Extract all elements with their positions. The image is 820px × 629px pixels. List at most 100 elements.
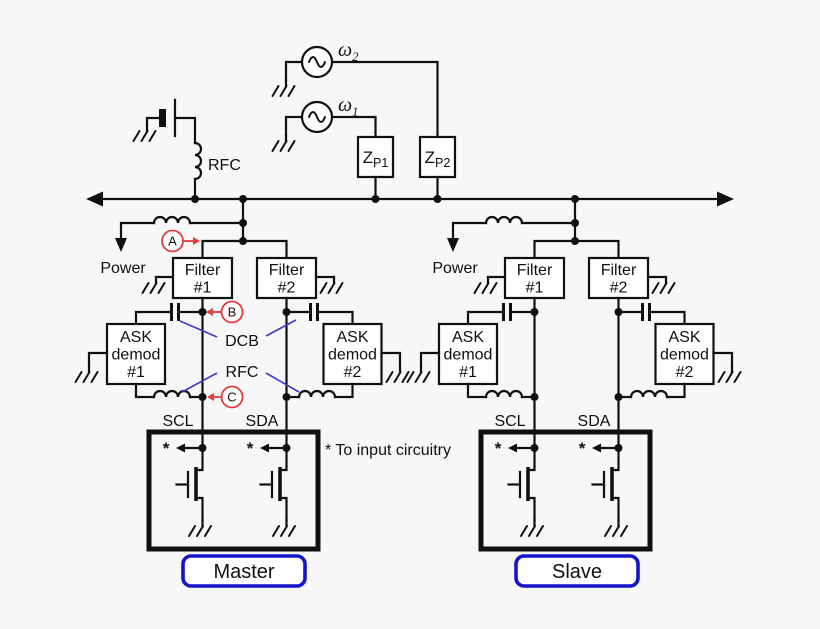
rfc-inductor-icon — [297, 389, 337, 399]
power-arrow-icon — [115, 238, 127, 252]
ground-icon — [651, 275, 676, 295]
slave-ask1-gnd-wire — [419, 351, 441, 368]
power-inductor-icon — [152, 215, 192, 225]
junction-dot — [198, 393, 207, 401]
rfc-label: RFC — [226, 364, 259, 381]
to-input-arrow-icon — [592, 443, 601, 453]
master-nameplate-box — [181, 554, 307, 588]
cap-to-rfc-wire — [173, 116, 197, 145]
slave-scl-label: SCL — [494, 413, 525, 430]
wire — [466, 310, 505, 326]
bus — [86, 191, 734, 207]
capacitor-thick-plate — [159, 109, 166, 127]
asterisk: * — [163, 439, 170, 458]
w2-to-zp2-wire — [330, 60, 439, 139]
footnote: * To input circuitry — [325, 442, 451, 459]
slave-power-wire2 — [451, 221, 488, 242]
slave-sda-label: SDA — [578, 413, 611, 430]
zp2-label: ZP2 — [425, 148, 451, 170]
power-inductor-icon — [484, 215, 524, 225]
junction-dot — [614, 393, 623, 401]
power-arrow-icon — [447, 238, 459, 252]
junction-dot — [530, 393, 539, 401]
wire — [134, 382, 156, 399]
asterisk: * — [247, 439, 254, 458]
ground-icon — [406, 364, 431, 384]
junction-dot — [614, 308, 623, 316]
callout-c-arrow-icon — [207, 393, 214, 401]
junction-dot — [282, 393, 291, 401]
junction-dot — [571, 219, 579, 227]
master-ask1-box — [105, 322, 167, 386]
zp1-label: ZP1 — [363, 148, 389, 170]
dcb-pointer-line — [265, 319, 297, 337]
cap-ground-wire — [145, 116, 161, 127]
nmos-transistor-icon — [593, 448, 628, 536]
ground-icon — [385, 364, 410, 384]
junction-dot — [433, 195, 442, 203]
asterisk: * — [495, 439, 502, 458]
master-sda-label: SDA — [246, 413, 279, 430]
wire — [134, 310, 173, 326]
junction-dot — [282, 308, 291, 316]
rfc-inductor-icon — [629, 389, 669, 399]
callout-a-circle — [161, 229, 184, 253]
junction-dot — [530, 308, 539, 316]
junction-dot — [198, 308, 207, 316]
rfc-pointer-line — [181, 372, 218, 393]
master-ask1-gnd-wire — [87, 351, 109, 368]
bus-left-arrow-icon — [86, 191, 103, 207]
rfc-top-label: RFC — [208, 157, 241, 174]
slave-ask2-gnd-wire — [712, 351, 734, 368]
rfc-inductor-icon — [152, 389, 192, 399]
rfc-pointer-line — [265, 372, 300, 393]
callout-b-arrow-icon — [206, 308, 213, 316]
slave-filter1-label: Filter#1 — [517, 262, 553, 297]
master-ask2-gnd-wire — [380, 351, 402, 368]
callout-c-circle — [220, 385, 244, 409]
master-chip-box — [146, 429, 321, 552]
wire — [316, 310, 354, 326]
slave-filter-split-wire — [533, 239, 620, 260]
callout-b-letter: B — [228, 305, 237, 320]
junction-dot — [239, 219, 247, 227]
ground-icon — [132, 123, 157, 143]
wire — [648, 310, 686, 326]
rfc-inductor-icon — [484, 389, 524, 399]
master-filter-split-wire — [201, 239, 288, 260]
master-name: Master — [213, 561, 274, 583]
w2-ground-wire — [284, 60, 304, 82]
slave-filter2-label: Filter#2 — [601, 262, 637, 297]
master-scl-label: SCL — [162, 413, 193, 430]
slave-chip-box — [478, 429, 653, 552]
master-filter1-label: Filter#1 — [185, 262, 221, 297]
rfc-inductor-icon — [193, 141, 203, 181]
to-input-arrow-icon — [176, 443, 185, 453]
callout-annotations: A B C DCB RFC * To input circuitry — [161, 229, 451, 459]
callout-b-circle — [220, 300, 244, 324]
w1-to-zp1-wire — [330, 115, 377, 139]
ground-icon — [271, 78, 296, 98]
slave-nameplate-box — [514, 554, 640, 588]
ground-icon — [74, 364, 99, 384]
slave-name: Slave — [552, 561, 602, 583]
nmos-transistor-icon — [177, 448, 212, 536]
master-filter1-box — [171, 256, 234, 300]
junction-dot — [191, 195, 199, 203]
dcb-label: DCB — [225, 333, 259, 350]
ground-icon — [473, 275, 498, 295]
to-input-arrow-icon — [508, 443, 517, 453]
to-input-arrow-icon — [260, 443, 269, 453]
wire — [665, 382, 686, 399]
ground-icon — [141, 275, 166, 295]
callout-a-arrow-icon — [193, 237, 200, 245]
ground-icon — [717, 364, 742, 384]
callout-c-letter: C — [227, 390, 236, 405]
